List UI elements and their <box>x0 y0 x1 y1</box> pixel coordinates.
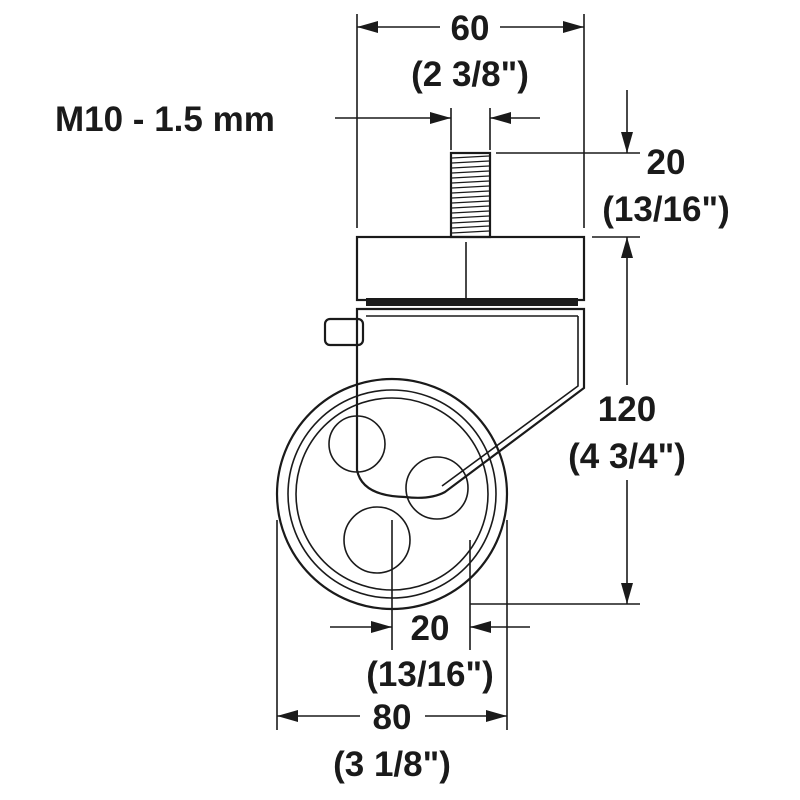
brake-pin <box>323 317 365 347</box>
stem-height-value: 20 <box>647 143 686 182</box>
wheel-diameter-imperial: (3 1/8") <box>333 745 451 784</box>
offset-value: 20 <box>411 609 450 648</box>
dim-line-thread <box>335 112 540 124</box>
offset-imperial: (13/16") <box>366 655 494 694</box>
dim-line-stem-height <box>621 90 633 153</box>
dim-line-offset <box>330 621 530 633</box>
top-plate <box>355 235 586 306</box>
top-width-imperial: (2 3/8") <box>411 55 529 94</box>
caster-body <box>275 151 586 611</box>
thread-size-label: M10 - 1.5 mm <box>55 100 275 139</box>
total-height-value: 120 <box>598 390 656 429</box>
wheel-diameter-value: 80 <box>373 698 412 737</box>
dim-line-top-width <box>357 21 584 33</box>
total-height-imperial: (4 3/4") <box>568 437 686 476</box>
dim-line-wheel-diameter <box>277 710 507 722</box>
top-width-value: 60 <box>451 9 490 48</box>
fork-housing <box>355 307 586 499</box>
dim-line-total-height <box>621 237 633 604</box>
dimension-labels: 60 (2 3/8") M10 - 1.5 mm 20 (13/16") 120… <box>55 9 730 784</box>
stem-height-imperial: (13/16") <box>602 190 730 229</box>
extension-lines <box>276 14 640 730</box>
threaded-stem <box>449 151 492 239</box>
